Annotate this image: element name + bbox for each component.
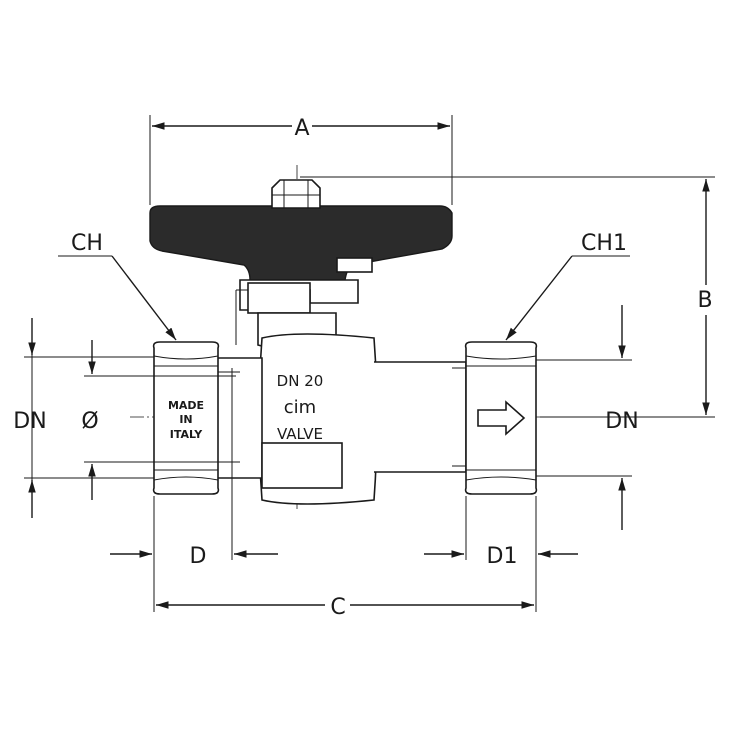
brand-mark: cim <box>284 397 316 418</box>
dimension-a: A <box>149 115 453 205</box>
label-dn-left: DN <box>13 409 46 434</box>
right-arrow-icon <box>477 400 526 436</box>
product-mark: VALVE <box>277 425 323 443</box>
label-d: D <box>190 544 207 569</box>
dimension-c: C <box>153 496 537 620</box>
label-a: A <box>294 116 309 141</box>
left-hex-nut <box>152 341 240 495</box>
dimension-d1: D1 <box>424 496 578 569</box>
label-c: C <box>330 595 345 620</box>
handle-stop <box>336 257 373 273</box>
size-mark: DN 20 <box>277 372 324 390</box>
label-ch1: CH1 <box>581 231 627 256</box>
handle-nut <box>271 179 321 209</box>
origin-line-1: MADE <box>168 399 204 412</box>
valve-body <box>218 333 467 505</box>
label-ch: CH <box>71 231 103 256</box>
dimension-d: D <box>110 470 278 569</box>
label-diameter: Ø <box>81 409 98 434</box>
dimension-dn-right: DN <box>536 305 639 530</box>
origin-line-3: ITALY <box>170 428 204 441</box>
label-b: B <box>697 288 712 313</box>
origin-line-2: IN <box>179 413 192 426</box>
leader-ch1: CH1 <box>505 231 630 341</box>
label-d1: D1 <box>487 544 518 569</box>
body-plate <box>261 442 343 489</box>
leader-ch: CH <box>58 231 177 341</box>
dimension-dn-left: DN <box>13 318 154 518</box>
dimension-b: B <box>300 176 715 418</box>
label-dn-right: DN <box>605 409 638 434</box>
dimension-diameter: Ø <box>81 340 236 500</box>
